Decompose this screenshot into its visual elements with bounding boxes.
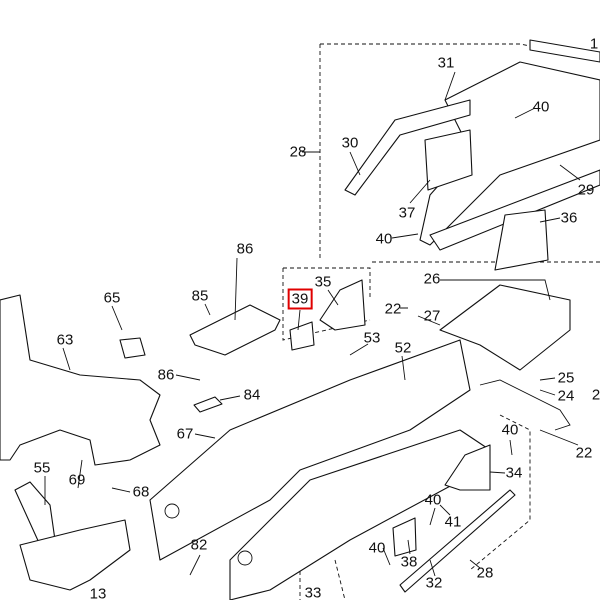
part-85-plate xyxy=(189,304,281,356)
callout-40: 40 xyxy=(375,230,393,248)
frame-hole xyxy=(237,550,253,566)
callout-26: 26 xyxy=(423,270,441,288)
leader-lines xyxy=(44,71,581,577)
part-55-guard xyxy=(14,481,56,546)
frame-hole xyxy=(164,503,180,519)
callout-13: 13 xyxy=(89,585,107,600)
callout-53: 53 xyxy=(363,329,381,347)
callout-85: 85 xyxy=(191,287,209,305)
callout-22: 22 xyxy=(384,300,402,318)
callout-55: 55 xyxy=(33,459,51,477)
part-30-bar xyxy=(344,99,471,196)
part-24-25-tube xyxy=(479,379,571,431)
part-38-plate xyxy=(392,517,417,557)
callout-86: 86 xyxy=(236,240,254,258)
callout-40: 40 xyxy=(532,98,550,116)
callout-38: 38 xyxy=(400,553,418,571)
callout-22: 22 xyxy=(575,444,593,462)
callout-1: 1 xyxy=(589,35,599,53)
part-63-frame xyxy=(0,294,161,466)
callout-31: 31 xyxy=(437,54,455,72)
callout-40: 40 xyxy=(501,421,519,439)
callout-69: 69 xyxy=(68,471,86,489)
callout-86: 86 xyxy=(157,366,175,384)
callout-35: 35 xyxy=(314,273,332,291)
callout-2x: 2 xyxy=(591,386,600,404)
callout-28: 28 xyxy=(476,564,494,582)
callout-63: 63 xyxy=(56,331,74,349)
callout-28: 28 xyxy=(289,143,307,161)
callout-65: 65 xyxy=(103,289,121,307)
part-35-bracket xyxy=(319,279,366,331)
callout-41: 41 xyxy=(444,513,462,531)
part-84-bracket xyxy=(193,396,223,413)
callout-33: 33 xyxy=(304,584,322,600)
callout-36: 36 xyxy=(560,209,578,227)
callout-84: 84 xyxy=(243,386,261,404)
callout-37: 37 xyxy=(398,204,416,222)
callout-52: 52 xyxy=(394,339,412,357)
callout-82: 82 xyxy=(190,536,208,554)
callout-30: 30 xyxy=(341,134,359,152)
part-39-plate xyxy=(289,321,315,351)
callout-39-highlighted[interactable]: 39 xyxy=(287,288,313,310)
callout-40: 40 xyxy=(368,539,386,557)
callout-29: 29 xyxy=(577,181,595,199)
part-29-rail xyxy=(429,169,600,251)
callout-24: 24 xyxy=(557,387,575,405)
callout-32: 32 xyxy=(425,574,443,592)
callout-27: 27 xyxy=(423,307,441,325)
part-65-bracket xyxy=(119,337,146,359)
part-1-strip xyxy=(529,39,600,63)
part-34-bracket xyxy=(444,444,491,491)
part-37-plate xyxy=(424,129,473,191)
callout-34: 34 xyxy=(505,464,523,482)
part-36-plate xyxy=(494,209,549,271)
callout-67: 67 xyxy=(176,425,194,443)
part-32-rail xyxy=(399,489,516,593)
callout-25: 25 xyxy=(557,369,575,387)
callout-40: 40 xyxy=(424,491,442,509)
callout-68: 68 xyxy=(132,483,150,501)
part-13-skid xyxy=(19,519,131,591)
main-frame-upper xyxy=(149,339,471,561)
part-27-plate xyxy=(439,284,571,371)
